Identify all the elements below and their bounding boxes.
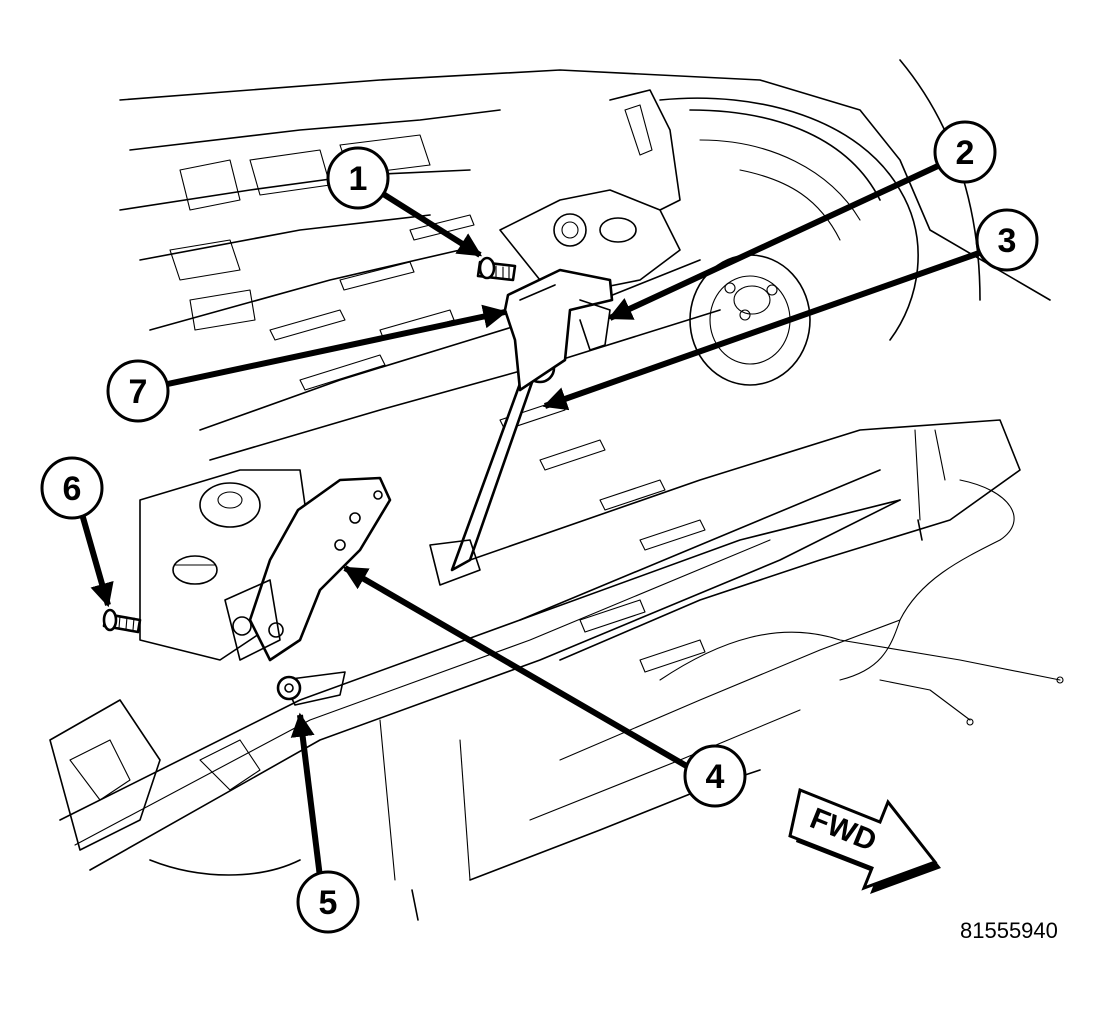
axle-beam <box>49 469 901 876</box>
callout-6-label: 6 <box>63 470 82 508</box>
callout-6: 6 <box>40 456 114 608</box>
parking-brake-cable <box>659 479 1064 726</box>
track-bar-bracket <box>503 268 614 392</box>
callout-4: 4 <box>342 565 747 808</box>
underbody-floor-pan <box>119 69 1051 881</box>
callout-4-label: 4 <box>706 758 725 796</box>
callout-3-label: 3 <box>998 222 1017 260</box>
callout-3: 3 <box>542 208 1039 411</box>
loose-bolt <box>102 608 142 634</box>
upper-bolt <box>476 256 517 282</box>
forward-direction-arrow: FWD <box>788 787 941 894</box>
callout-7-label: 7 <box>129 373 148 411</box>
callout-2: 2 <box>607 120 997 321</box>
callout-2-label: 2 <box>956 134 975 172</box>
vertical-fasteners <box>379 429 946 921</box>
track-bar <box>429 352 556 586</box>
callout-5: 5 <box>290 712 360 934</box>
callout-7: 7 <box>106 304 508 423</box>
callout-1-label: 1 <box>349 160 368 198</box>
lower-link-bolt <box>276 671 346 706</box>
figure-id: 81555940 <box>960 918 1058 943</box>
callout-5-label: 5 <box>319 884 338 922</box>
callout-1: 1 <box>326 146 483 258</box>
upper-bracket <box>499 89 681 291</box>
support-bracket <box>224 476 392 662</box>
